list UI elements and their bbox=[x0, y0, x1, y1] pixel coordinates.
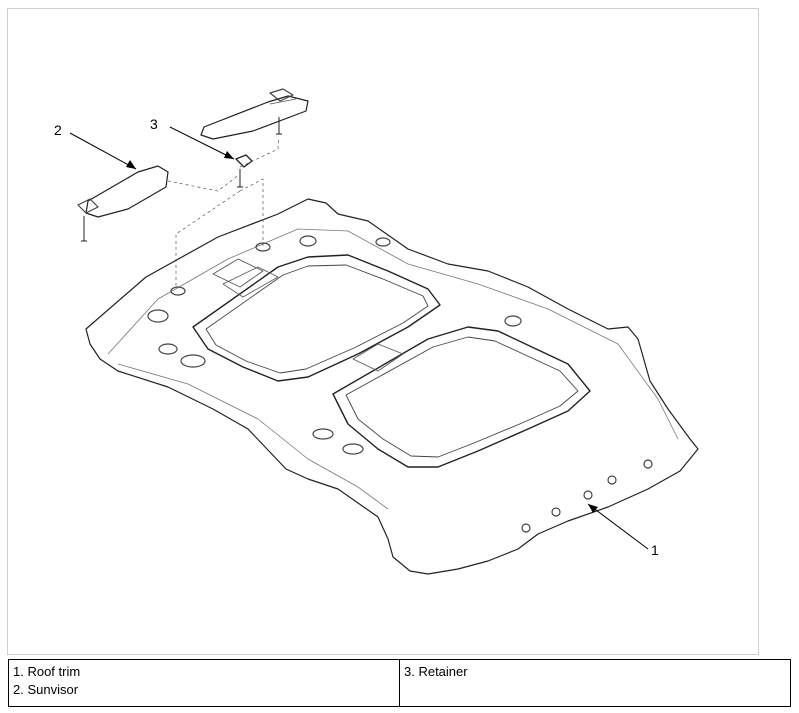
legend-item-sunvisor: 2. Sunvisor bbox=[13, 682, 79, 697]
callout-1: 1 bbox=[651, 542, 659, 558]
parts-legend: 1. Roof trim 2. Sunvisor 3. Retainer bbox=[8, 659, 791, 707]
rear-sunroof-opening bbox=[332, 326, 591, 468]
front-sunroof-opening bbox=[192, 254, 441, 382]
exploded-diagram: 1 2 3 bbox=[7, 8, 759, 655]
sunvisor-upper bbox=[200, 95, 309, 140]
roof-trim-illustration: 1 2 3 bbox=[54, 88, 699, 575]
legend-item-retainer: 3. Retainer bbox=[404, 664, 468, 679]
retainer bbox=[235, 154, 253, 168]
roof-trim-outline bbox=[85, 198, 699, 575]
legend-left-cell: 1. Roof trim 2. Sunvisor bbox=[8, 659, 400, 707]
callout-3: 3 bbox=[150, 116, 158, 132]
sunvisor-lower bbox=[85, 165, 169, 218]
callout-2: 2 bbox=[54, 122, 62, 138]
legend-right-cell: 3. Retainer bbox=[399, 659, 791, 707]
legend-item-roof-trim: 1. Roof trim bbox=[13, 664, 81, 679]
